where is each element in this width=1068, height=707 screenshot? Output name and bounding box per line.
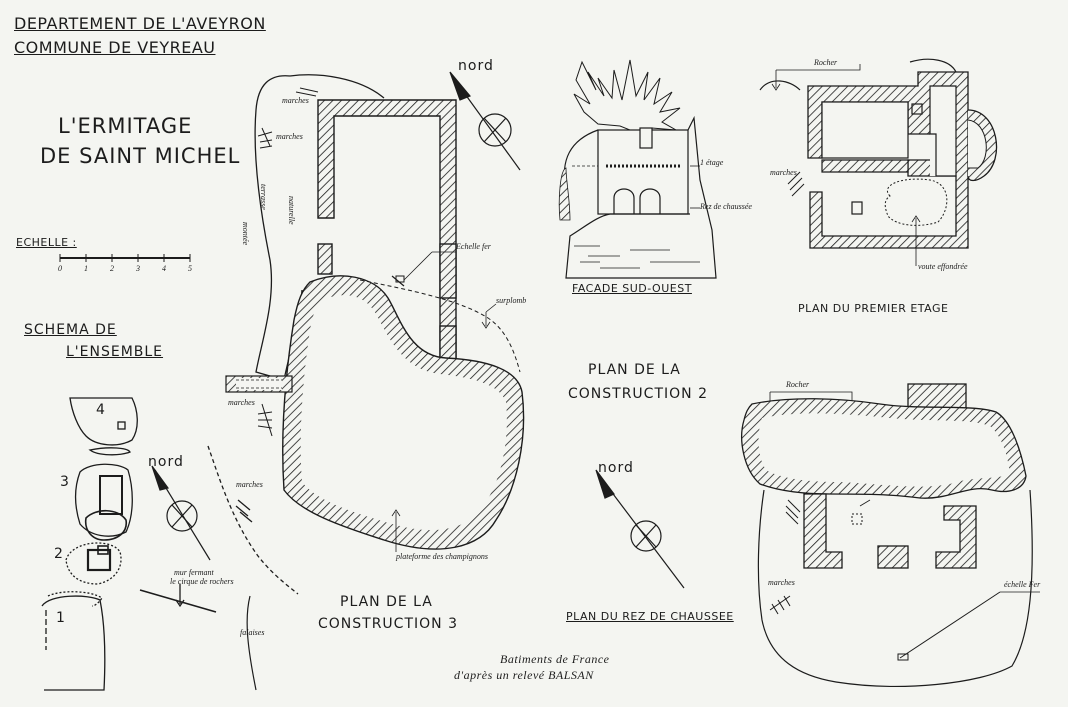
rez-echelle-fer-note: échelle Fer (1004, 580, 1041, 589)
c3-terrasse-2: naturelle (287, 196, 296, 225)
facade-rez-note: Rez de chaussée (700, 202, 752, 211)
scale-bar (59, 254, 191, 262)
scale-tick-0: 0 (58, 264, 62, 273)
premier-voute-note: voute effondrée (918, 262, 968, 271)
commune-heading: COMMUNE DE VEYREAU (14, 38, 216, 57)
schema-number-4: 4 (96, 402, 106, 418)
construction2-title-2: CONSTRUCTION 2 (568, 386, 708, 402)
title-line-2: DE SAINT MICHEL (40, 144, 241, 168)
credit-line-2: d'après un relevé BALSAN (454, 668, 594, 682)
scale-tick-3: 3 (136, 264, 140, 273)
facade-sud-ouest (558, 59, 717, 279)
construction3-plan (225, 74, 525, 552)
facade-title: FACADE SUD-OUEST (572, 282, 692, 295)
scale-tick-1: 1 (84, 264, 88, 273)
department-heading: DEPARTEMENT DE L'AVEYRON (14, 14, 266, 33)
scale-tick-2: 2 (110, 264, 114, 273)
schema-mur-fermant-1: mur fermant (174, 568, 214, 577)
schema-marches-note: marches (236, 480, 263, 489)
c3-marches-left: marches (228, 398, 255, 407)
schema-mur-fermant-2: le cirque de rochers (170, 577, 234, 586)
construction2-north-arrow (595, 469, 685, 589)
rez-rocher-note: Rocher (786, 380, 810, 389)
schema-nord-label: nord (148, 454, 184, 470)
c3-echelle-fer: Echelle fer (456, 242, 491, 251)
schema-number-2: 2 (54, 546, 64, 562)
rez-marches-note: marches (768, 578, 795, 587)
construction2-title-1: PLAN DE LA (588, 362, 681, 378)
schema-ensemble (41, 397, 299, 691)
schema-title-1: SCHEMA DE (24, 322, 117, 338)
credit-line-1: Batiments de France (500, 652, 610, 666)
premier-title: PLAN DU PREMIER ETAGE (798, 302, 949, 315)
c3-montee: montée (241, 222, 250, 246)
premier-rocher-note: Rocher (814, 58, 838, 67)
c3-marches-top: marches (282, 96, 309, 105)
rez-title: PLAN DU REZ DE CHAUSSEE (566, 610, 734, 623)
scale-label: ECHELLE : (16, 236, 77, 249)
construction3-title-1: PLAN DE LA (340, 594, 433, 610)
rez-de-chaussee-plan (741, 383, 1040, 687)
schema-title-2: L'ENSEMBLE (66, 344, 164, 360)
construction3-north-arrow (449, 71, 521, 171)
schema-number-1: 1 (56, 610, 66, 626)
construction3-nord-label: nord (458, 58, 494, 74)
scale-tick-4: 4 (162, 264, 166, 273)
c3-plateforme: plateforme des champignons (396, 552, 488, 561)
premier-marches-note: marches (770, 168, 797, 177)
c3-terrasse-1: terrasse (259, 184, 268, 210)
construction3-title-2: CONSTRUCTION 3 (318, 616, 458, 632)
schema-north-arrow (151, 465, 211, 561)
facade-etage-note: 1 étage (700, 158, 724, 167)
scale-tick-5: 5 (188, 264, 192, 273)
c3-surplomb: surplomb (496, 296, 527, 305)
c3-marches-mid: marches (276, 132, 303, 141)
schema-number-3: 3 (60, 474, 70, 490)
premier-etage-plan (759, 58, 998, 266)
schema-falaises-note: falaises (240, 628, 265, 637)
title-line-1: L'ERMITAGE (58, 114, 193, 138)
construction2-nord-label: nord (598, 460, 634, 476)
